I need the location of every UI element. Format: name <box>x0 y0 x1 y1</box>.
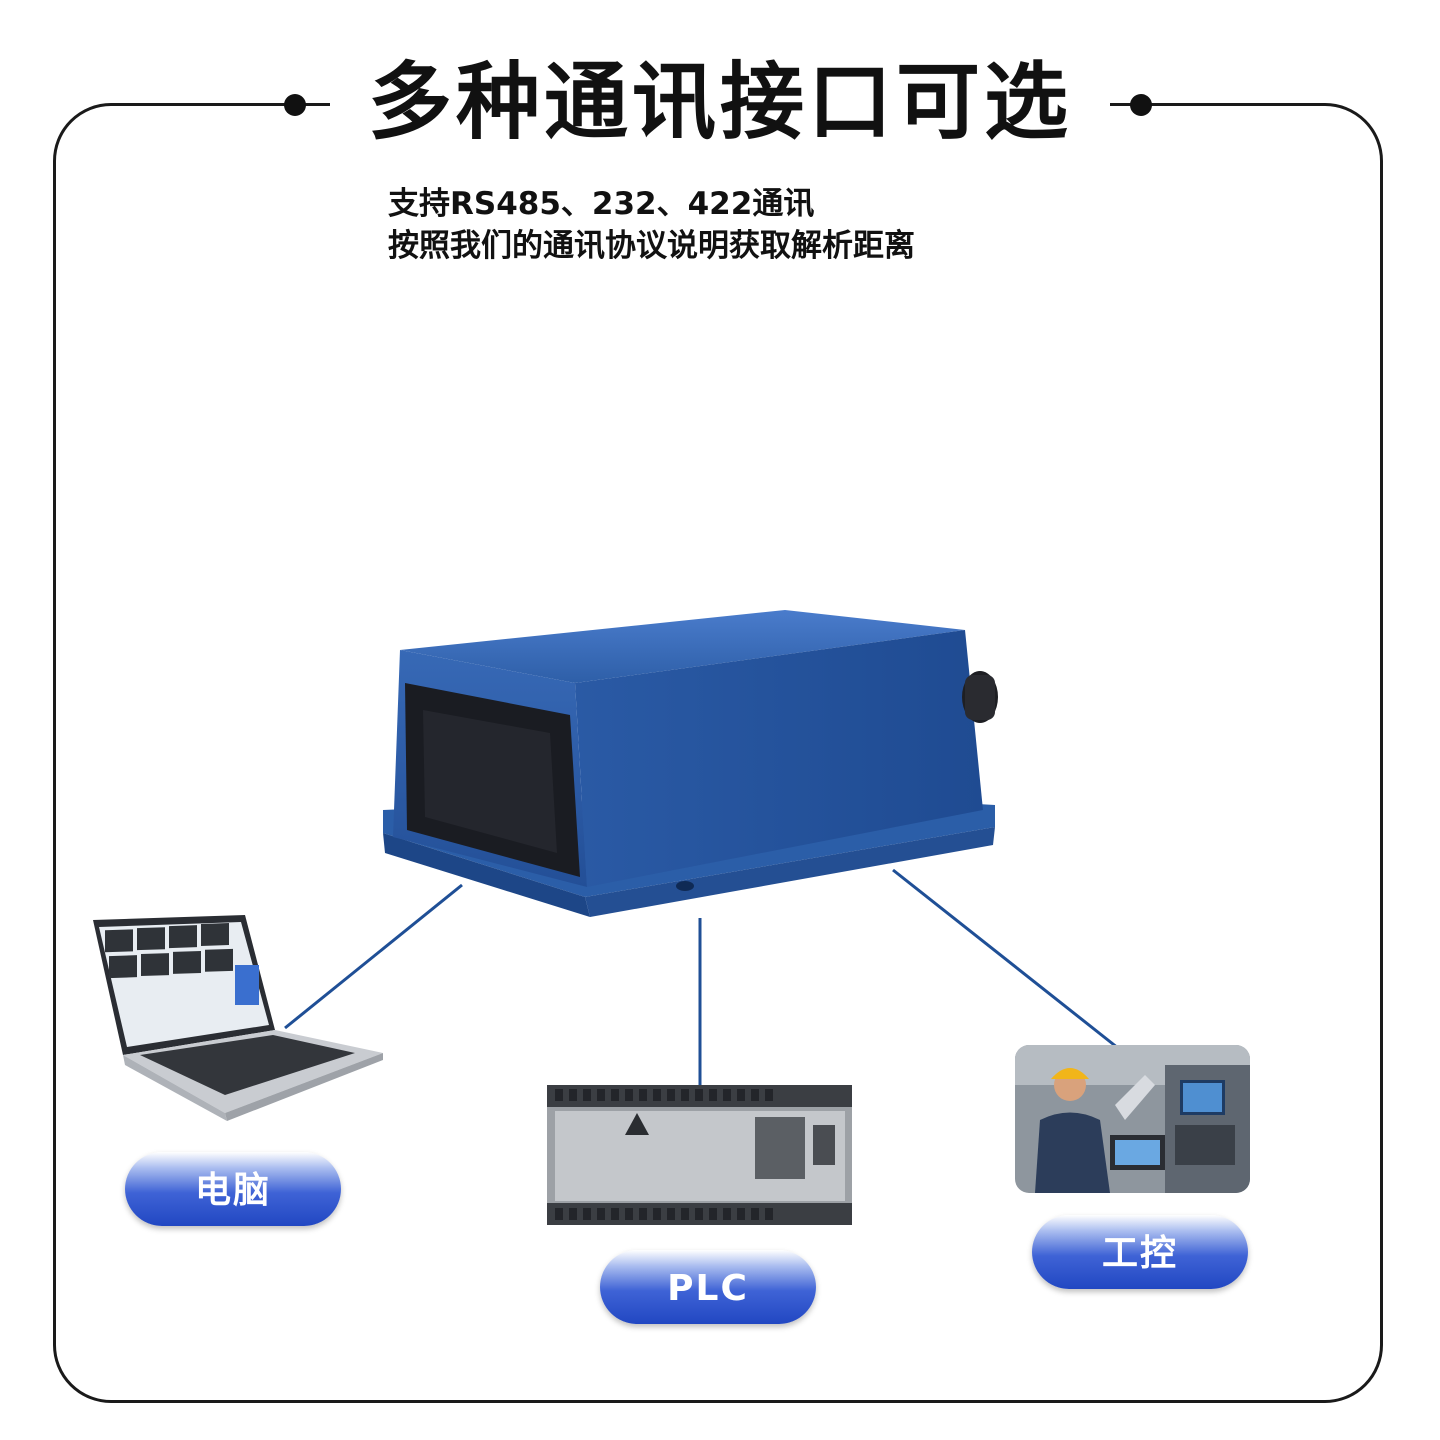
title-mask <box>330 60 1110 150</box>
line-to-ipc <box>892 868 1119 1050</box>
plc-label: PLC <box>600 1250 816 1324</box>
subtitle-line-2: 按照我们的通讯协议说明获取解析距离 <box>388 228 915 264</box>
page-title: 多种通讯接口可选 <box>367 53 1072 151</box>
industrial-control-label: 工控 <box>1032 1215 1248 1289</box>
laptop-icon <box>93 915 383 1121</box>
pc-label: 电脑 <box>125 1152 341 1226</box>
title-dot-left <box>284 94 306 116</box>
title-dot-right <box>1130 94 1152 116</box>
subtitle-line-1: 支持RS485、232、422通讯 <box>388 186 815 222</box>
plc-controller-icon <box>547 1085 852 1225</box>
laser-distance-sensor-image <box>383 610 998 917</box>
line-to-pc <box>284 883 463 1030</box>
industrial-control-icon <box>1015 1045 1250 1193</box>
